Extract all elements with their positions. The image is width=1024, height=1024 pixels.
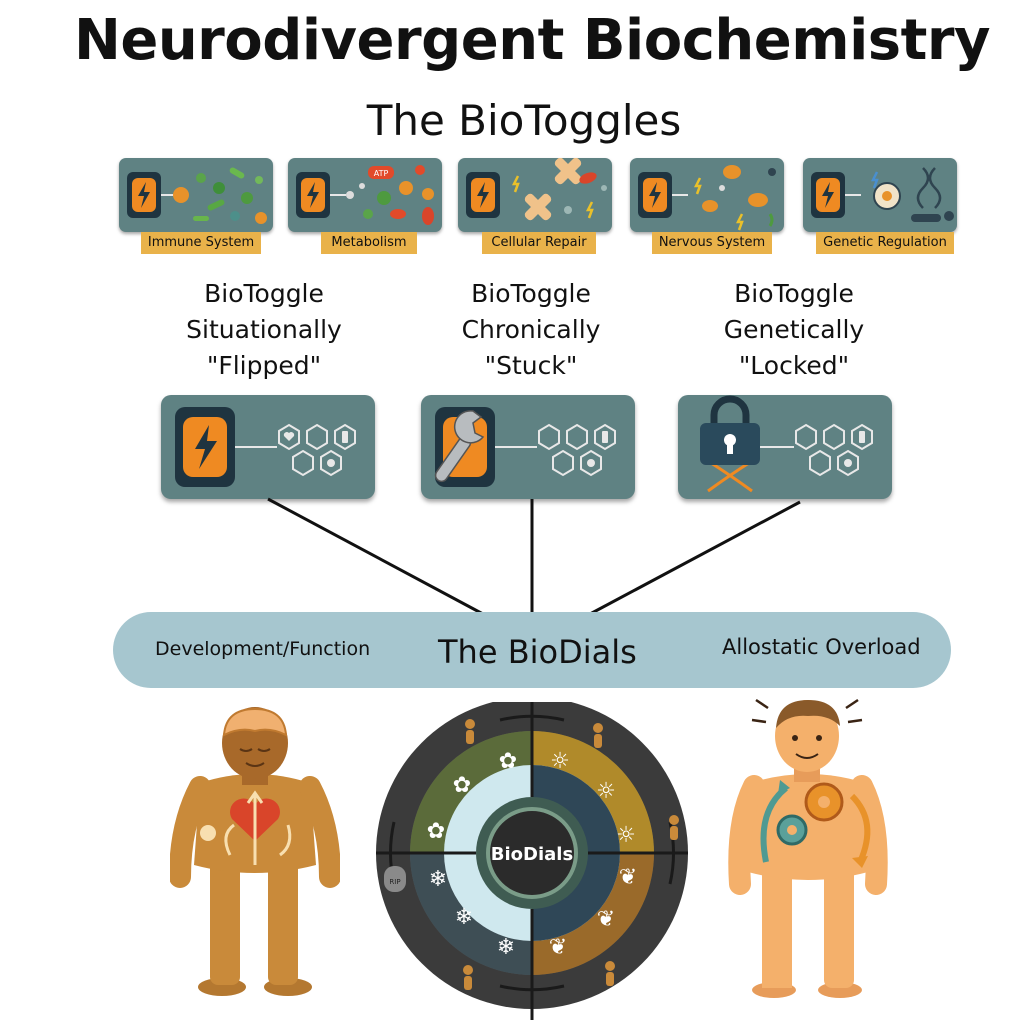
hex-icons (278, 423, 356, 477)
lifecycle-figures (463, 719, 679, 990)
svg-text:❄: ❄ (497, 935, 515, 960)
tombstone-icon (384, 866, 406, 892)
gear-icon (200, 825, 216, 841)
immune-system-card (119, 158, 273, 232)
cycle-arrow-icon (849, 793, 871, 864)
svg-text:❄: ❄ (429, 867, 447, 892)
overloaded-person-illustration (728, 698, 888, 998)
metabolism-card: ATP (288, 158, 442, 232)
biodials-bar (113, 612, 951, 688)
nervous-system-card (630, 158, 784, 232)
biodials-wheel: BioDials ✿✿✿ ☼☼☼ ❦❦❦ ❄❄❄ RIP (376, 702, 688, 1020)
svg-text:☼: ☼ (616, 823, 636, 848)
wrench-icon (434, 410, 485, 483)
genetic-regulation-card (803, 158, 957, 232)
svg-text:✿: ✿ (499, 749, 517, 774)
svg-text:✿: ✿ (427, 819, 445, 844)
brain-icon (222, 707, 288, 737)
stuck-toggle-card (421, 395, 635, 499)
tombstone-label: RIP (389, 878, 400, 886)
flipped-toggle-card (161, 395, 375, 499)
metabolism-label: Metabolism (321, 232, 417, 254)
svg-text:❦: ❦ (619, 865, 637, 890)
biodials-title: The BioDials (438, 633, 637, 671)
development-function-label: Development/Function (155, 638, 371, 660)
locked-toggle-card (678, 395, 892, 499)
svg-text:✿: ✿ (453, 773, 471, 798)
immune-system-label: Immune System (141, 232, 261, 254)
svg-text:❦: ❦ (549, 935, 567, 960)
cycle-arrow-icon (760, 785, 788, 863)
padlock-icon (700, 395, 760, 465)
nervous-system-label: Nervous System (652, 232, 772, 254)
biodials-center-label: BioDials (491, 844, 573, 865)
regulated-person-illustration (170, 707, 340, 996)
main-title: Neurodivergent Biochemistry (73, 8, 991, 73)
subtitle: The BioToggles (366, 96, 682, 145)
cellular-repair-label: Cellular Repair (482, 232, 596, 254)
svg-text:❄: ❄ (455, 905, 473, 930)
svg-text:❦: ❦ (597, 907, 615, 932)
cellular-repair-card (458, 158, 612, 232)
season-icons: ✿✿✿ ☼☼☼ ❦❦❦ ❄❄❄ (427, 749, 637, 960)
allostatic-overload-label: Allostatic Overload (722, 635, 921, 659)
svg-text:☼: ☼ (550, 749, 570, 774)
genetic-regulation-label: Genetic Regulation (816, 232, 954, 254)
atp-tag: ATP (374, 169, 389, 178)
svg-text:☼: ☼ (596, 779, 616, 804)
stress-lines-icon (751, 698, 863, 724)
